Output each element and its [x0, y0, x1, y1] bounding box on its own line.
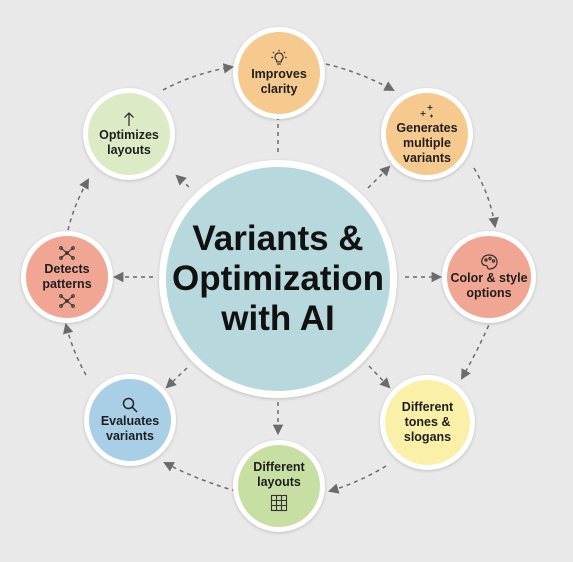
node-color-style-options[interactable]: Color & style options — [442, 231, 536, 323]
node-label: Evaluates variants — [100, 414, 160, 443]
node-improves-clarity[interactable]: Improves clarity — [233, 27, 325, 119]
node-label: Detects patterns — [42, 262, 92, 291]
grid-icon — [269, 494, 289, 512]
spoke-top-left — [175, 174, 190, 188]
spoke-bottom-left — [165, 367, 188, 389]
node-label: Optimizes layouts — [99, 128, 159, 157]
ring-arrow-1 — [325, 63, 395, 92]
node-different-layouts[interactable]: Different layouts — [233, 440, 325, 532]
arrow-up-icon — [119, 110, 139, 128]
node-evaluates-variants[interactable]: Evaluates variants — [84, 374, 176, 466]
palette-icon — [479, 253, 499, 271]
ring-arrow-2 — [473, 167, 499, 229]
node-label: Different tones & slogans — [401, 400, 454, 444]
ring-arrow-3 — [460, 317, 493, 380]
node-label: Generates multiple variants — [396, 120, 458, 165]
spoke-bottom-right — [368, 365, 391, 389]
node-different-tones-slogans[interactable]: Different tones & slogans — [380, 375, 475, 470]
node-label: Color & style options — [450, 271, 528, 300]
sparkle-icon — [417, 103, 437, 121]
node-label: Different layouts — [253, 460, 305, 489]
magnifier-icon — [120, 396, 140, 414]
spoke-top-right — [367, 165, 391, 189]
node-generates-multiple-variants[interactable]: Generates multiple variants — [381, 88, 473, 180]
ring-arrow-8 — [162, 63, 235, 91]
lightbulb-icon — [269, 49, 289, 67]
network-icon — [57, 292, 77, 310]
ring-arrow-7 — [67, 178, 90, 231]
node-optimizes-layouts[interactable]: Optimizes layouts — [83, 88, 175, 180]
node-detects-patterns[interactable]: Detects patterns — [21, 231, 113, 323]
node-label: Improves clarity — [251, 67, 307, 96]
center-title: Variants & Optimization with AI — [172, 219, 384, 338]
ring-arrow-4 — [327, 465, 387, 494]
network-icon — [57, 244, 77, 262]
center-hub: Variants & Optimization with AI — [159, 160, 397, 398]
ring-arrow-5 — [163, 462, 237, 492]
ring-arrow-6 — [63, 322, 87, 376]
